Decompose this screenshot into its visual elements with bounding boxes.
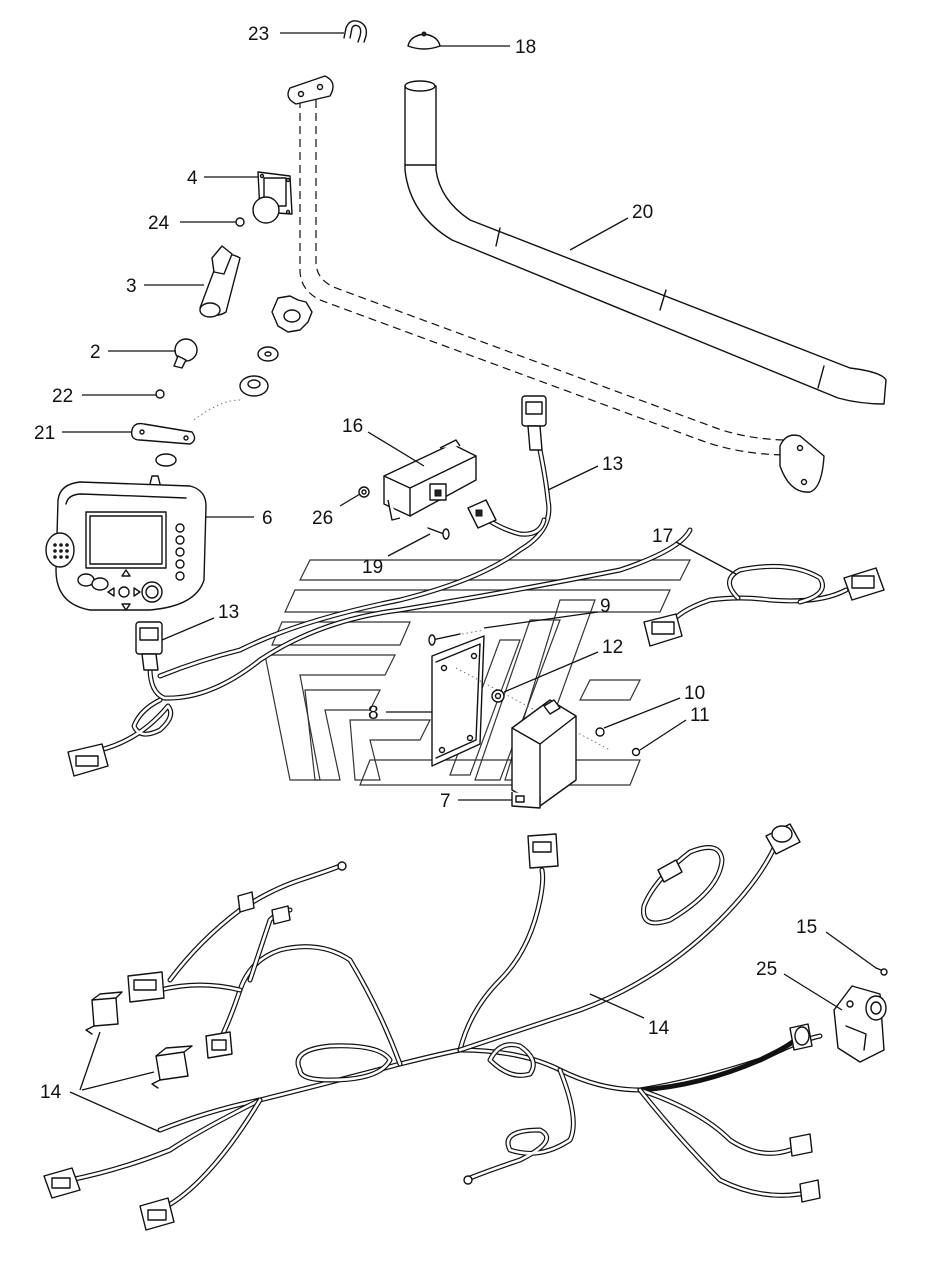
callout-8: 8: [368, 703, 379, 724]
callout-2: 2: [90, 342, 101, 363]
callout-6: 6: [262, 508, 273, 529]
ecu-box-icon: [511, 699, 577, 809]
callout-12: 12: [602, 637, 623, 658]
callout-23: 23: [248, 24, 269, 45]
nut-icon: [358, 486, 370, 498]
screw-icon: [428, 633, 461, 646]
tube-icon: [404, 80, 887, 405]
callout-26: 26: [312, 508, 333, 529]
nut-small-icon: [155, 389, 165, 399]
callout-3: 3: [126, 276, 137, 297]
screw-icon: [427, 527, 450, 540]
mounting-plate-icon: [287, 75, 334, 105]
callout-13-upper: 13: [602, 454, 623, 475]
screw-icon: [875, 967, 888, 976]
power-socket-icon: [833, 985, 887, 1063]
leader-lines: [62, 32, 877, 1133]
callout-17: 17: [652, 526, 673, 547]
star-knob-icon: [271, 295, 313, 333]
clamp-arm-icon: [199, 245, 241, 318]
callout-14-harness: 14: [648, 1018, 670, 1039]
tube-bracket-icon: [779, 434, 825, 493]
nut-icon: [631, 747, 641, 757]
bracket-arm-icon: [130, 422, 196, 445]
callout-7: 7: [440, 791, 451, 812]
washer-icon: [595, 727, 605, 737]
callout-18: 18: [515, 37, 536, 58]
nut-icon: [235, 217, 245, 227]
callout-10: 10: [684, 683, 705, 704]
callout-13-lower: 13: [218, 602, 239, 623]
callout-25: 25: [756, 959, 777, 980]
ball-mount-icon: [252, 171, 293, 224]
callout-labels: 23 18 4 24 3 20 2 22 21 16 13 6 26 19 17…: [34, 24, 817, 1103]
callout-11: 11: [690, 705, 710, 726]
sensor-module-icon: [383, 439, 477, 521]
callout-14-relays: 14: [40, 1082, 62, 1103]
callout-20: 20: [632, 202, 653, 223]
u-bolt-icon: [343, 20, 368, 43]
dashed-tube-path: [299, 100, 791, 456]
cable-13-upper-icon: [157, 395, 552, 679]
tube-cap-icon: [407, 31, 441, 50]
relay-icon: [85, 991, 123, 1035]
washer-icon: [257, 346, 279, 362]
callout-16: 16: [342, 416, 363, 437]
callout-9: 9: [600, 596, 611, 617]
main-harness-icon: [43, 823, 823, 1231]
callout-22: 22: [52, 386, 73, 407]
callout-4: 4: [187, 168, 198, 189]
washer-icon: [155, 453, 177, 467]
relay-icon: [151, 1045, 193, 1089]
bushing-icon: [239, 375, 269, 397]
mounting-bracket-plate-icon: [431, 635, 485, 767]
callout-19: 19: [362, 557, 383, 578]
nut-icon: [491, 689, 505, 703]
cable-13-lower-icon: [67, 527, 693, 777]
display-console-icon: [45, 475, 207, 611]
callout-24: 24: [148, 213, 170, 234]
ball-stud-icon: [173, 338, 198, 369]
callout-15: 15: [796, 917, 817, 938]
cable-17-icon: [643, 563, 885, 647]
callout-21: 21: [34, 423, 55, 444]
